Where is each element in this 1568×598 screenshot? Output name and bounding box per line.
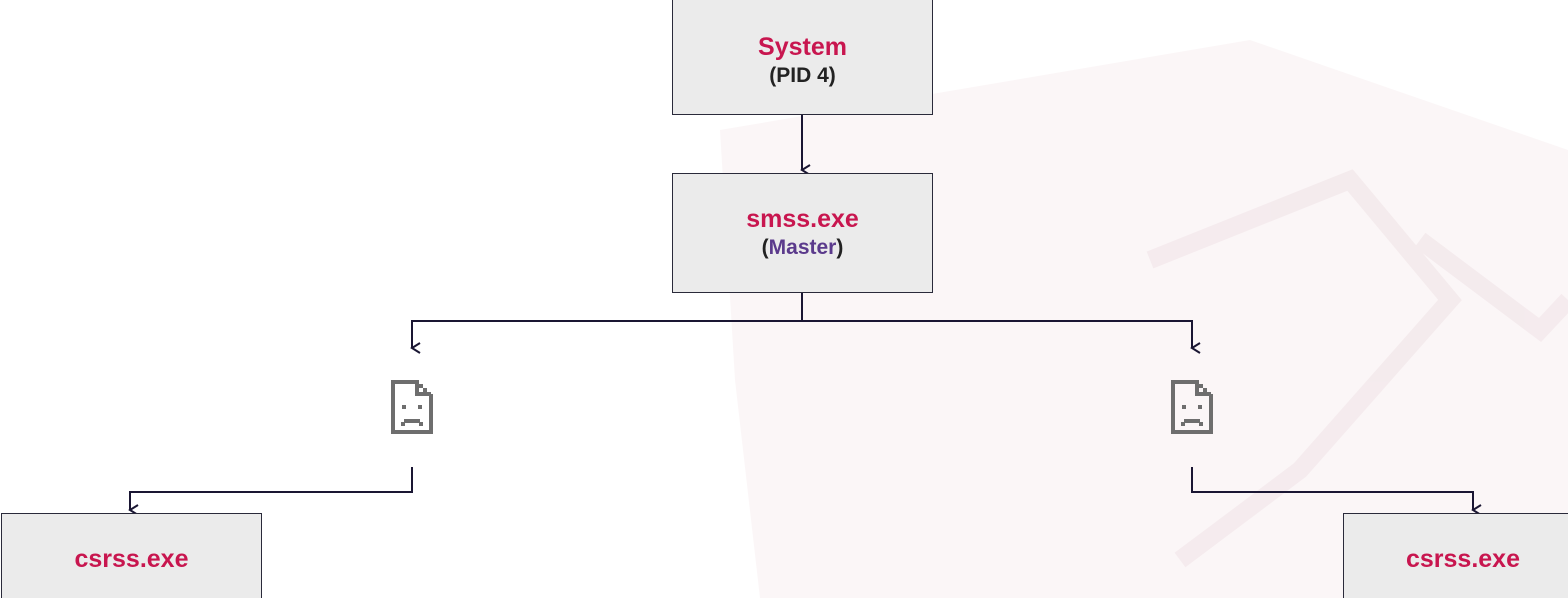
edge-smss-to-left-child [410,320,802,354]
edge-right-child-to-csrss [1191,467,1482,516]
smss-role-open-paren: ( [761,236,769,259]
csrss-right-process-box: csrss.exe [1343,513,1568,598]
smss-role-label: (Master) [762,234,844,262]
csrss-left-title: csrss.exe [74,545,189,573]
smss-role-close-paren: ) [836,236,844,259]
sad-document-icon [1171,380,1213,434]
system-pid-label: (PID 4) [769,63,836,87]
sad-document-icon [391,380,433,434]
smss-title: smss.exe [746,205,859,233]
smss-process-box: smss.exe (Master) [672,173,933,293]
smss-role-text: Master [768,236,837,259]
csrss-left-process-box: csrss.exe [1,513,262,598]
system-title: System [758,32,847,61]
system-process-box: System (PID 4) [672,0,933,115]
edge-left-child-to-csrss [128,467,413,516]
edge-smss-to-right-child [802,320,1201,354]
csrss-right-title: csrss.exe [1405,545,1520,573]
